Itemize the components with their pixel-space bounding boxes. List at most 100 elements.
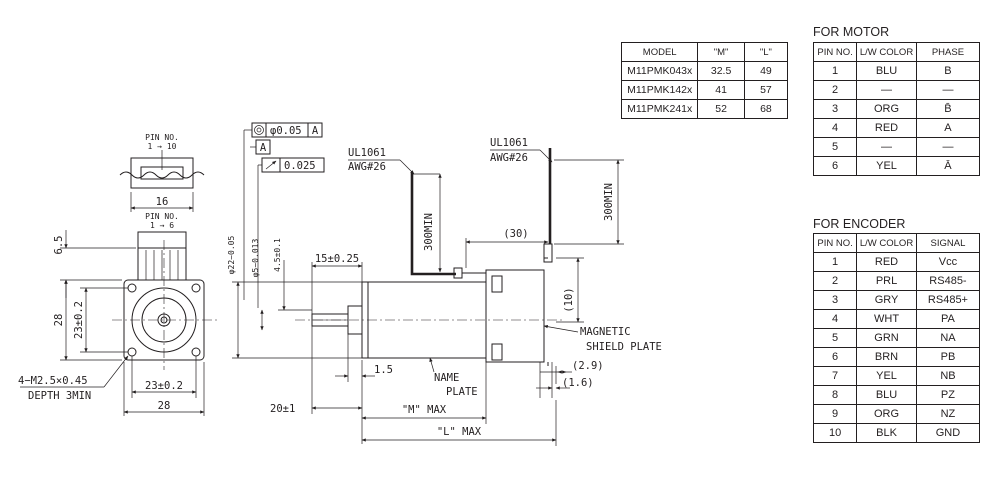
l-col-header: "L" xyxy=(743,42,789,62)
dim-10: (10) xyxy=(563,287,575,312)
model-table-header: MODEL "M" "L" xyxy=(620,42,789,62)
l-cell: 68 xyxy=(743,99,789,119)
pin-cell: 2 xyxy=(812,271,858,291)
model-cell: M11PMK043x xyxy=(620,61,699,81)
phase-cell: — xyxy=(915,80,981,100)
signal-cell: PZ xyxy=(915,385,981,405)
signal-cell: RS485- xyxy=(915,271,981,291)
motor-table-title: FOR MOTOR xyxy=(813,25,890,39)
pin-cell: 3 xyxy=(812,99,858,119)
dim-20: 20±1 xyxy=(270,403,295,415)
signal-cell: Vcc xyxy=(915,252,981,272)
color-cell: RED xyxy=(856,252,917,272)
signal-cell: RS485+ xyxy=(915,290,981,310)
pin-cell: 4 xyxy=(812,118,858,138)
phase-cell: Ā xyxy=(915,156,981,176)
model-col-header: MODEL xyxy=(620,42,699,62)
table-row: M11PMK241x 52 68 xyxy=(620,99,789,119)
pin-no-label-mid: PIN NO. xyxy=(145,212,179,221)
shield-label-2: SHIELD PLATE xyxy=(586,341,662,353)
color-cell: — xyxy=(856,137,917,157)
m-col-header: "M" xyxy=(697,42,745,62)
dim-4-5: 4.5±0.1 xyxy=(273,238,282,272)
color-cell: — xyxy=(856,80,917,100)
dim-300-left: 300MIN xyxy=(423,213,435,251)
signal-cell: NZ xyxy=(915,404,981,424)
pin-range-top: 1 → 10 xyxy=(148,142,177,151)
name-plate-2: PLATE xyxy=(446,386,478,398)
dim-28-bottom: 28 xyxy=(158,400,171,412)
color-cell: BLU xyxy=(856,385,917,405)
cable-right-awg: AWG#26 xyxy=(490,152,528,164)
color-cell: BRN xyxy=(856,347,917,367)
pin-cell: 5 xyxy=(812,328,858,348)
dim-23-bottom: 23±0.2 xyxy=(145,380,183,392)
phase-cell: B xyxy=(915,61,981,81)
table-row: M11PMK043x 32.5 49 xyxy=(620,61,789,81)
runout-value: 0.025 xyxy=(284,160,316,172)
color-cell: PRL xyxy=(856,271,917,291)
dia-22: φ22−0.05 xyxy=(227,236,236,275)
motor-front-view: PIN NO. 1 → 6 6.5 28 23±0.2 xyxy=(18,212,218,416)
pin-cell: 5 xyxy=(812,137,858,157)
concentricity-datum: A xyxy=(312,125,319,137)
m-cell: 32.5 xyxy=(697,61,745,81)
pin-no-header: PIN NO. xyxy=(812,233,858,253)
dim-28-left: 28 xyxy=(53,314,65,327)
cable-right-type: UL1061 xyxy=(490,137,528,149)
color-header: L/W COLOR xyxy=(856,42,917,62)
signal-cell: GND xyxy=(915,423,981,443)
signal-cell: NB xyxy=(915,366,981,386)
table-row: 5—— xyxy=(812,137,981,157)
pin-cell: 2 xyxy=(812,80,858,100)
name-plate-1: NAME xyxy=(434,372,459,384)
model-table: MODEL "M" "L" M11PMK043x 32.5 49 M11PMK1… xyxy=(620,42,789,119)
motor-table-header: PIN NO. L/W COLOR PHASE xyxy=(812,42,981,62)
pin-no-label-top: PIN NO. xyxy=(145,133,179,142)
l-cell: 49 xyxy=(743,61,789,81)
cable-left-awg: AWG#26 xyxy=(348,161,386,173)
dia-5: φ5−0.013 xyxy=(251,239,260,278)
color-cell: YEL xyxy=(856,366,917,386)
color-cell: GRY xyxy=(856,290,917,310)
pin-cell: 8 xyxy=(812,385,858,405)
dim-16: 16 xyxy=(156,196,169,208)
dim-30: (30) xyxy=(503,228,528,240)
color-cell: WHT xyxy=(856,309,917,329)
phase-cell: — xyxy=(915,137,981,157)
dim-1-6: (1.6) xyxy=(562,377,594,389)
hole-depth: DEPTH 3MIN xyxy=(28,390,91,402)
color-cell: ORG xyxy=(856,404,917,424)
concentricity-value: φ0.05 xyxy=(270,125,302,137)
encoder-table-header: PIN NO. L/W COLOR SIGNAL xyxy=(812,233,981,253)
phase-cell: A xyxy=(915,118,981,138)
cable-left-type: UL1061 xyxy=(348,147,386,159)
color-cell: BLK xyxy=(856,423,917,443)
l-cell: 57 xyxy=(743,80,789,100)
pin-no-header: PIN NO. xyxy=(812,42,858,62)
shield-label-1: MAGNETIC xyxy=(580,326,631,338)
table-row: M11PMK142x 41 57 xyxy=(620,80,789,100)
dim-15: 15±0.25 xyxy=(315,253,359,265)
hole-spec: 4−M2.5×0.45 xyxy=(18,375,88,387)
m-cell: 52 xyxy=(697,99,745,119)
pin-cell: 1 xyxy=(812,61,858,81)
color-cell: YEL xyxy=(856,156,917,176)
pin-cell: 6 xyxy=(812,156,858,176)
table-row: 2—— xyxy=(812,80,981,100)
color-header: L/W COLOR xyxy=(856,233,917,253)
motor-side-view: φ0.05 A A 0.025 φ22−0.05 φ5−0.013 4.5±0.… xyxy=(227,122,662,446)
model-cell: M11PMK241x xyxy=(620,99,699,119)
pin-cell: 4 xyxy=(812,309,858,329)
